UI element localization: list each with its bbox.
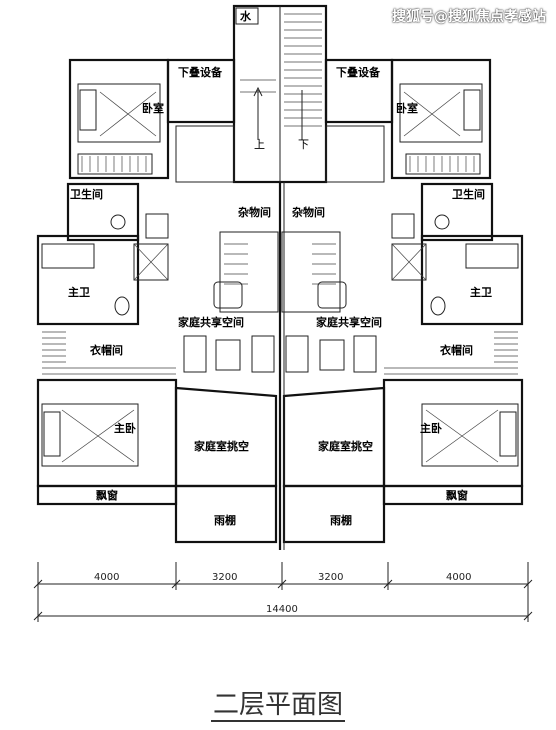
water-label: 水 (240, 9, 252, 23)
right-unit: 卧室 下叠设备 卫生间 主卫 衣帽间 主卧 (281, 58, 524, 544)
dim-total: 14400 (266, 604, 298, 615)
master-bed-left-label: 主卧 (114, 421, 136, 435)
canopy-right-label: 雨棚 (330, 513, 352, 527)
dim-seg1: 4000 (94, 572, 119, 583)
canopy-left-label: 雨棚 (214, 513, 236, 527)
stair-down-label: 下 (298, 138, 309, 151)
storage-left-label: 杂物间 (238, 205, 271, 219)
stair-core: 水 上 下 (232, 4, 328, 184)
master-bath-right-label: 主卫 (470, 285, 492, 299)
bedroom-left-label: 卧室 (142, 101, 164, 115)
bedroom-right-label: 卧室 (396, 101, 418, 115)
down-stack-left-label: 下叠设备 (178, 65, 223, 79)
plan-title-wrap: 二层平面图 (0, 684, 556, 722)
master-bed-right-label: 主卧 (420, 421, 442, 435)
dim-seg3: 3200 (318, 572, 343, 583)
master-bath-left-label: 主卫 (68, 285, 90, 299)
dim-seg2: 3200 (212, 572, 237, 583)
storage-right-label: 杂物间 (292, 205, 325, 219)
stair-up-label: 上 (254, 138, 265, 151)
plan-title: 二层平面图 (210, 690, 345, 722)
bathroom-right-label: 卫生间 (452, 187, 485, 201)
cloakroom-left-label: 衣帽间 (90, 343, 123, 357)
family-space-left-label: 家庭共享空间 (178, 315, 244, 329)
family-space-right-label: 家庭共享空间 (316, 315, 382, 329)
dim-seg4: 4000 (446, 572, 471, 583)
bay-window-right-label: 飘窗 (446, 488, 468, 502)
family-void-right-label: 家庭室挑空 (318, 439, 373, 453)
watermark-text: 搜狐号@搜狐焦点孝感站 (392, 9, 546, 25)
down-stack-right-label: 下叠设备 (336, 65, 381, 79)
family-void-left-label: 家庭室挑空 (194, 439, 249, 453)
cloakroom-right-label: 衣帽间 (440, 343, 473, 357)
bay-window-left-label: 飘窗 (96, 488, 118, 502)
left-unit: 卧室 下叠设备 卫生间 主卫 衣帽间 主卧 (36, 58, 279, 544)
dimension-lines: 4000 3200 3200 4000 14400 (33, 562, 533, 622)
bathroom-left-label: 卫生间 (70, 187, 103, 201)
